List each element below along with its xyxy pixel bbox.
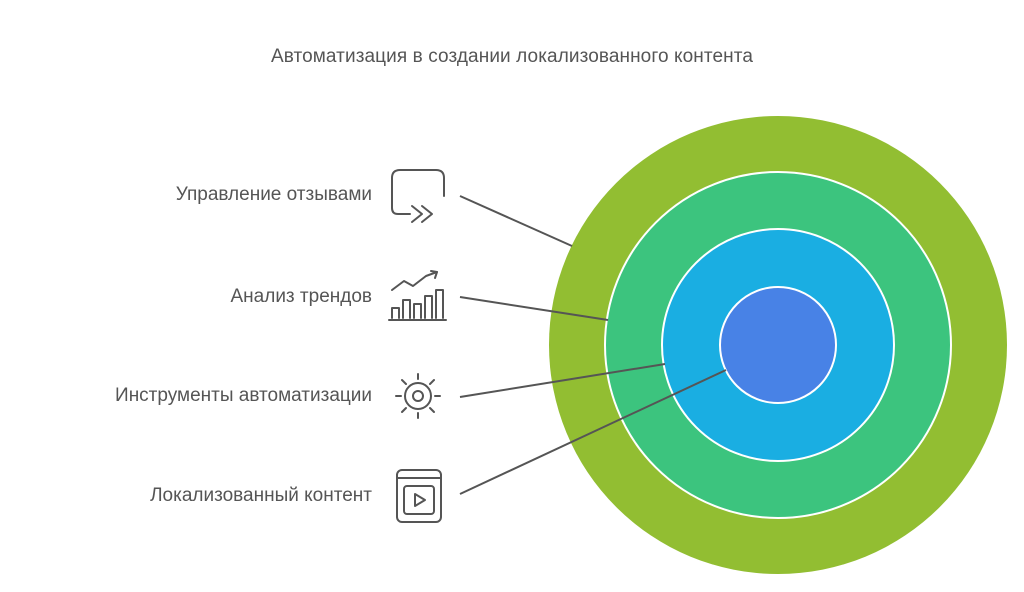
video-book-icon [396, 469, 442, 523]
layer-label-4: Локализованный контент [150, 485, 372, 506]
chat-reply-icon [391, 169, 445, 223]
gear-icon [395, 373, 441, 419]
connector-line-4 [459, 369, 727, 495]
connector-line-1 [459, 195, 573, 247]
trend-bars-icon [388, 270, 447, 321]
layer-label-3: Инструменты автоматизации [115, 385, 372, 406]
connector-line-2 [459, 296, 609, 321]
layer-label-1: Управление отзывами [175, 184, 372, 205]
layer-label-2: Анализ трендов [230, 286, 373, 307]
diagram-title: Автоматизация в создании локализованного… [270, 46, 754, 67]
connector-line-3 [459, 363, 666, 398]
layer-core [719, 286, 837, 404]
